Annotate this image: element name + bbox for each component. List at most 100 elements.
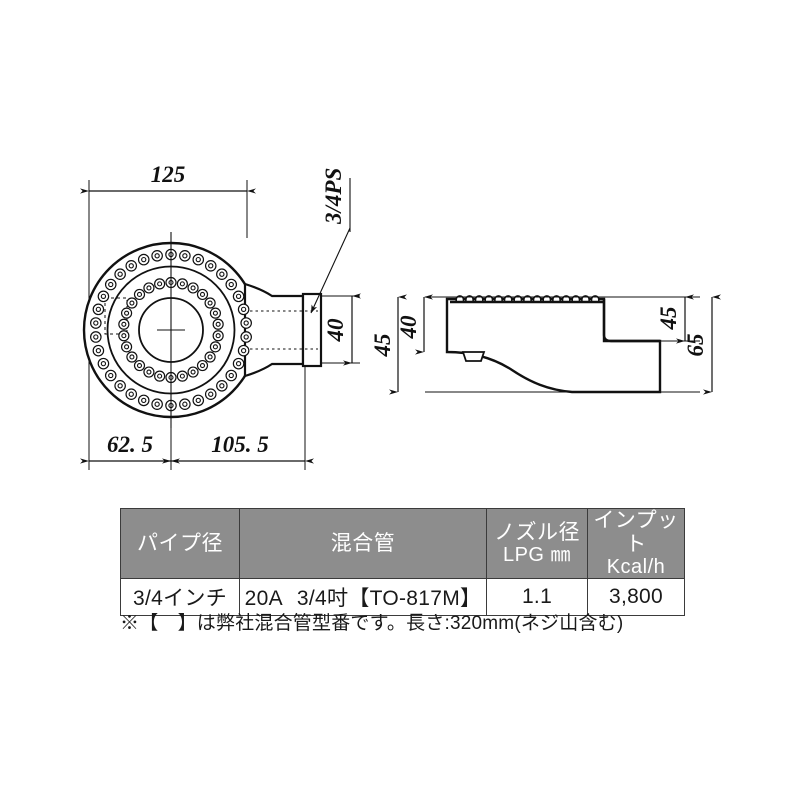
burner-outer-port-ring <box>90 248 252 412</box>
burner-port-center <box>117 271 123 277</box>
burner-side-view: 45 40 45 65 <box>370 294 721 395</box>
column-header-pipe-diameter: パイプ径 <box>120 507 240 580</box>
cell-mixing-tube: 20A 3/4吋【TO-817M】 <box>239 578 487 617</box>
dimension-label-105-5: 105. 5 <box>211 432 269 457</box>
header-line-2: Kcal/h <box>606 556 666 579</box>
column-header-input: インプット Kcal/h <box>587 507 685 580</box>
side-view-body <box>445 297 662 394</box>
burner-top-view: 125 <box>80 162 361 470</box>
burner-port-center <box>207 300 213 306</box>
burner-port-center <box>219 271 225 277</box>
callout-label-3-4ps: 3/4PS <box>321 168 346 225</box>
dimension-label-40-neck: 40 <box>323 318 348 343</box>
burner-port-center <box>207 354 213 360</box>
dimension-105-5: 105. 5 <box>162 432 314 464</box>
burner-port-center <box>235 293 242 299</box>
burner-port-center <box>179 281 185 287</box>
burner-port-center <box>208 263 214 269</box>
burner-port-center <box>95 306 102 312</box>
burner-inner-port-ring <box>118 276 224 384</box>
burner-port-center <box>190 369 196 375</box>
burner-port-center <box>182 253 188 259</box>
dimension-label-45-left: 45 <box>370 334 395 358</box>
burner-port-center <box>129 354 135 360</box>
burner-port-center <box>243 320 249 326</box>
burner-port-center <box>199 291 206 298</box>
burner-center-mark <box>157 232 185 428</box>
column-header-mixing-tube: 混合管 <box>239 507 487 580</box>
dimension-40-left: 40 <box>396 294 433 355</box>
burner-port-center <box>215 333 221 339</box>
cell-nozzle-diameter: 1.1 <box>486 578 588 617</box>
burner-port-center <box>146 369 152 375</box>
burner-port-center <box>93 334 99 340</box>
burner-port-center <box>108 281 114 288</box>
table-footnote: ※【 】は弊社混合管型番です。長さ:320mm(ネジ山含む) <box>120 613 624 634</box>
burner-port-center <box>136 291 143 298</box>
cell-input: 3,800 <box>587 578 685 617</box>
burner-port-center <box>219 383 225 389</box>
burner-port-center <box>228 281 234 288</box>
table-head: パイプ径 混合管 ノズル径 LPG ㎜ インプット Kcal/h <box>120 507 685 580</box>
dimension-62-5: 62. 5 <box>80 432 180 464</box>
table-header-row: パイプ径 混合管 ノズル径 LPG ㎜ インプット Kcal/h <box>120 507 685 580</box>
burner-cutaway-marker <box>104 297 128 335</box>
burner-port-center <box>179 373 185 379</box>
dimension-40-neck: 40 <box>321 293 361 366</box>
burner-port-center <box>157 281 163 287</box>
burner-port-center <box>124 344 130 350</box>
burner-port-center <box>146 285 152 291</box>
table-body: 3/4インチ 20A 3/4吋【TO-817M】 1.1 3,800 <box>120 578 685 617</box>
burner-port-center <box>108 372 114 379</box>
burner-port-center <box>154 401 160 407</box>
burner-port-center <box>100 293 107 299</box>
burner-port-center <box>243 334 249 340</box>
burner-port-center <box>93 320 99 326</box>
burner-port-center <box>212 310 218 316</box>
burner-port-center <box>195 256 201 263</box>
burner-port-center <box>195 397 201 404</box>
burner-port-center <box>190 285 196 291</box>
burner-port-center <box>235 360 242 367</box>
header-line-1: インプット <box>593 509 679 556</box>
dimension-45-left: 45 <box>370 294 407 395</box>
dimension-125: 125 <box>80 162 256 194</box>
specification-table: パイプ径 混合管 ノズル径 LPG ㎜ インプット Kcal/h <box>120 507 685 617</box>
burner-port-center <box>128 263 134 269</box>
burner-port-center <box>228 372 234 379</box>
burner-port-center <box>208 391 214 397</box>
dimension-label-40-left: 40 <box>396 315 421 340</box>
burner-port-center <box>141 256 147 263</box>
burner-port-center <box>215 321 221 327</box>
burner-port-center <box>136 362 143 369</box>
burner-port-center <box>240 306 247 312</box>
header-line-2: LPG ㎜ <box>502 544 572 567</box>
side-view-foot-tab <box>461 351 486 362</box>
table-row: 3/4インチ 20A 3/4吋【TO-817M】 1.1 3,800 <box>120 578 685 617</box>
column-header-nozzle-diameter: ノズル径 LPG ㎜ <box>486 507 588 580</box>
burner-port-center <box>117 383 123 389</box>
side-view-step <box>602 299 660 343</box>
header-line-1: パイプ径 <box>137 531 223 555</box>
cell-pipe-diameter: 3/4インチ <box>120 578 240 617</box>
mixing-tube-size: 20A <box>244 587 283 611</box>
burner-port-center <box>129 300 135 306</box>
burner-port-center <box>141 397 147 404</box>
burner-port-center <box>124 310 130 316</box>
burner-port-center <box>121 333 127 339</box>
dimension-label-125: 125 <box>151 162 186 187</box>
mixing-tube-spec: 3/4吋【TO-817M】 <box>296 587 482 611</box>
burner-port-center <box>95 348 102 354</box>
callout-thread-3-4ps: 3/4PS <box>310 168 351 314</box>
header-line-1: ノズル径 <box>494 520 580 544</box>
technical-drawing-area: 125 <box>80 162 721 470</box>
burner-port-center <box>128 391 134 397</box>
burner-port-center <box>240 348 247 354</box>
header-line-1: 混合管 <box>330 531 396 555</box>
burner-port-center <box>100 360 107 367</box>
dimension-label-62-5: 62. 5 <box>107 432 153 457</box>
dimension-65-right: 65 <box>683 294 721 395</box>
drawing-canvas: 125 <box>80 162 721 470</box>
specification-table-container: パイプ径 混合管 ノズル径 LPG ㎜ インプット Kcal/h <box>120 507 685 617</box>
